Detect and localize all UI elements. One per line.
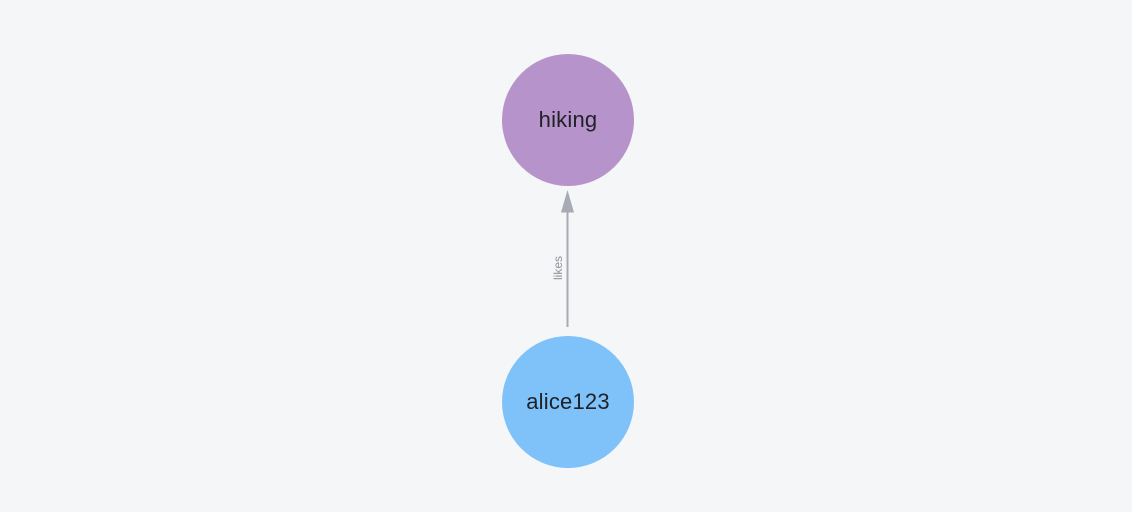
node-label: alice123: [526, 389, 610, 414]
node-alice123[interactable]: alice123: [502, 336, 634, 468]
node-hiking[interactable]: hiking: [502, 54, 634, 186]
edge-arrowhead-icon: [561, 190, 574, 213]
edge-label: likes: [551, 256, 565, 280]
node-label: hiking: [538, 107, 598, 132]
